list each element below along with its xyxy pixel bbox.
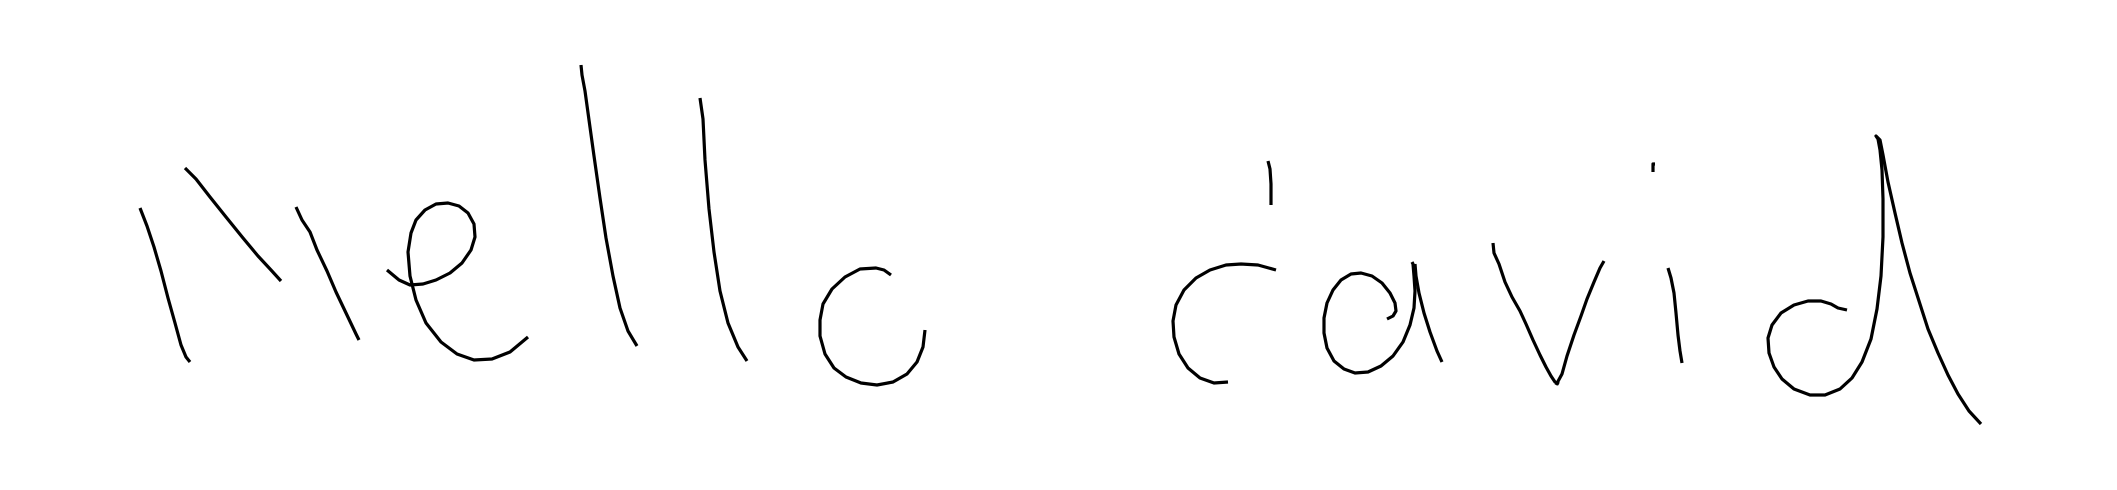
stroke-m-3 (294, 206, 361, 341)
stroke-i-1 (1666, 267, 1684, 364)
stroke-v-2 (1554, 260, 1606, 386)
letter-l-1 (579, 64, 639, 347)
stroke-l-1 (579, 64, 639, 347)
letter-a (1322, 261, 1444, 375)
letter-v (1491, 242, 1606, 386)
stroke-a-2 (1413, 263, 1444, 363)
letter-l-2 (698, 97, 749, 362)
letter-i (1651, 162, 1684, 364)
stroke-o-1 (818, 266, 927, 387)
stroke-d-1 (1766, 134, 1983, 426)
stroke-e-1 (385, 201, 530, 362)
stroke-c-2 (1266, 160, 1273, 205)
letter-e (385, 201, 530, 362)
stroke-a-1 (1322, 261, 1417, 375)
letter-o-1 (818, 266, 927, 387)
stroke-m-1 (138, 207, 192, 363)
stroke-m-2 (183, 166, 283, 283)
stroke-c-1 (1171, 262, 1277, 385)
letter-d (1766, 134, 1983, 426)
stroke-i-dot (1651, 162, 1655, 172)
stroke-v-1 (1491, 242, 1560, 386)
letter-m (138, 166, 361, 363)
stroke-l-2 (698, 97, 749, 362)
letter-c (1171, 160, 1277, 385)
